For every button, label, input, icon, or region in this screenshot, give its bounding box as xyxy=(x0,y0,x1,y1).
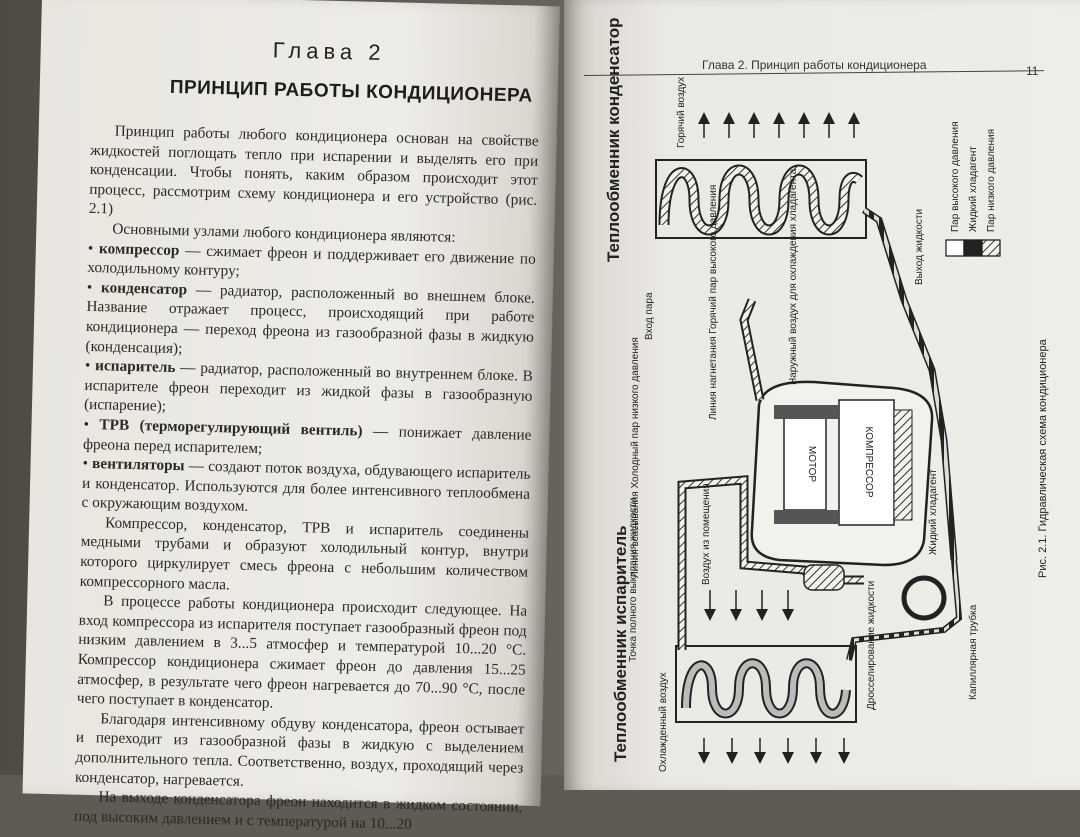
bullet-term: конденсатор xyxy=(100,278,188,299)
chapter-title: ПРИНЦИП РАБОТЫ КОНДИЦИОНЕРА xyxy=(169,76,534,107)
motor-label: МОТОР xyxy=(806,446,817,483)
blowing-paragraph: Благодаря интенсивному обдуву конденсато… xyxy=(74,710,525,790)
legend-item: Пар высокого давления xyxy=(950,122,961,232)
liquid-outlet-label: Выход жидкости xyxy=(914,209,925,285)
bullet-term: компрессор xyxy=(98,239,180,259)
bullet-fans: • вентиляторы — создают поток воздуха, о… xyxy=(81,454,531,516)
hot-air-arrows xyxy=(698,112,860,138)
legend-item: Пар низкого давления xyxy=(986,129,997,232)
body-text: Принцип работы любого кондиционера основ… xyxy=(74,121,539,837)
cooled-air-label: Охлажденный воздух xyxy=(658,672,669,772)
pipes xyxy=(677,207,963,661)
compressor-label: КОМПРЕССОР xyxy=(863,426,874,497)
room-air-arrows xyxy=(704,590,794,621)
cooled-air-arrows xyxy=(698,738,850,764)
suction-line-label: Линия всасывания Холодный пар низкого да… xyxy=(630,337,641,578)
left-page: Глава 2 ПРИНЦИП РАБОТЫ КОНДИЦИОНЕРА Прин… xyxy=(22,0,560,833)
legend: Пар высокого давления Жидкий хладагент П… xyxy=(945,122,1001,257)
bullet-evaporator: • испаритель — радиатор, расположенный в… xyxy=(83,356,534,416)
process-paragraph: В процессе работы кондиционера происходи… xyxy=(76,592,528,712)
legend-item: Жидкий хладагент xyxy=(968,146,979,232)
compressor-unit: МОТОР КОМПРЕССОР xyxy=(750,380,934,567)
bullet-term: вентиляторы xyxy=(91,455,185,475)
condenser-label-1: Теплообменник конденсатор xyxy=(604,17,623,262)
bullet-term: испаритель xyxy=(94,357,176,377)
vapor-inlet-label: Вход пара xyxy=(644,292,655,340)
contour-paragraph: Компрессор, конденсатор, ТРВ и испарител… xyxy=(79,514,530,594)
intro-paragraph: Принцип работы любого кондиционера основ… xyxy=(88,122,539,218)
full-boil-label: Точка полного выкипания жидкости xyxy=(628,498,639,662)
hot-air-label: Горячий воздух xyxy=(676,77,687,148)
liquid-refrigerant-label: Жидкий хладагент xyxy=(928,469,939,555)
capillary-label: Капиллярная трубка xyxy=(967,604,979,700)
page-number: 11 xyxy=(1026,64,1039,78)
room-air-label: Воздух из помещения xyxy=(701,483,712,585)
hydraulic-diagram: МОТОР КОМПРЕССОР xyxy=(604,17,1049,772)
outdoor-air-label: Наружный воздух для охлаждения хладагент… xyxy=(788,168,799,385)
figure-caption: Рис. 2.1. Гидравлическая схема кондицион… xyxy=(1037,338,1049,578)
throttling-label: Дросселирование жидкости xyxy=(866,581,877,710)
right-page: Глава 2. Принцип работы кондиционера 11 xyxy=(564,0,1080,790)
bullet-condenser: • конденсатор — радиатор, расположенный … xyxy=(85,278,535,357)
evaporator-label: Теплообменник испаритель xyxy=(611,525,630,762)
evaporator xyxy=(675,645,857,723)
discharge-line-label: Линия нагнетания Горячий пар высокого да… xyxy=(708,185,719,420)
running-head: Глава 2. Принцип работы кондиционера xyxy=(702,58,927,72)
chapter-label: Глава 2 xyxy=(272,37,386,66)
condenser xyxy=(655,159,867,239)
